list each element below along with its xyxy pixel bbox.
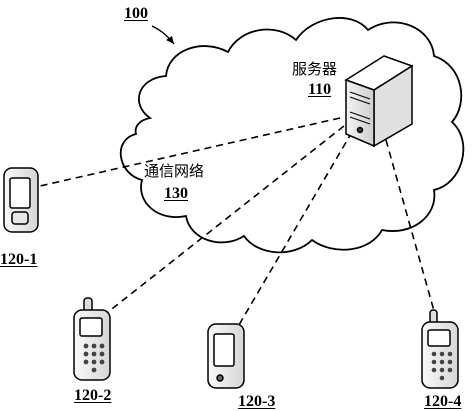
connection-lines (39, 117, 437, 331)
device-120-2-label: 120-2 (74, 387, 112, 404)
device-120-2-icon (73, 297, 111, 381)
server-icon (344, 55, 414, 148)
link-server-120-3 (235, 131, 353, 331)
device-120-4-icon (421, 309, 459, 389)
arrowhead-icon (166, 36, 174, 44)
figure-ref-label: 100 (124, 5, 148, 22)
server-ref: 110 (308, 81, 332, 98)
device-120-4-label: 120-4 (424, 393, 462, 410)
server-title: 服务器 (292, 60, 338, 78)
device-120-3-icon (207, 323, 245, 389)
device-120-1-icon (3, 167, 39, 233)
device-120-3-label: 120-3 (238, 393, 276, 410)
link-server-120-2 (107, 125, 345, 313)
device-120-1-label: 120-1 (0, 251, 38, 268)
network-title: 通信网络 (144, 162, 205, 180)
link-server-120-1 (39, 117, 341, 187)
link-server-120-4 (385, 139, 437, 319)
network-cloud (119, 17, 465, 254)
network-ref: 130 (164, 185, 188, 202)
